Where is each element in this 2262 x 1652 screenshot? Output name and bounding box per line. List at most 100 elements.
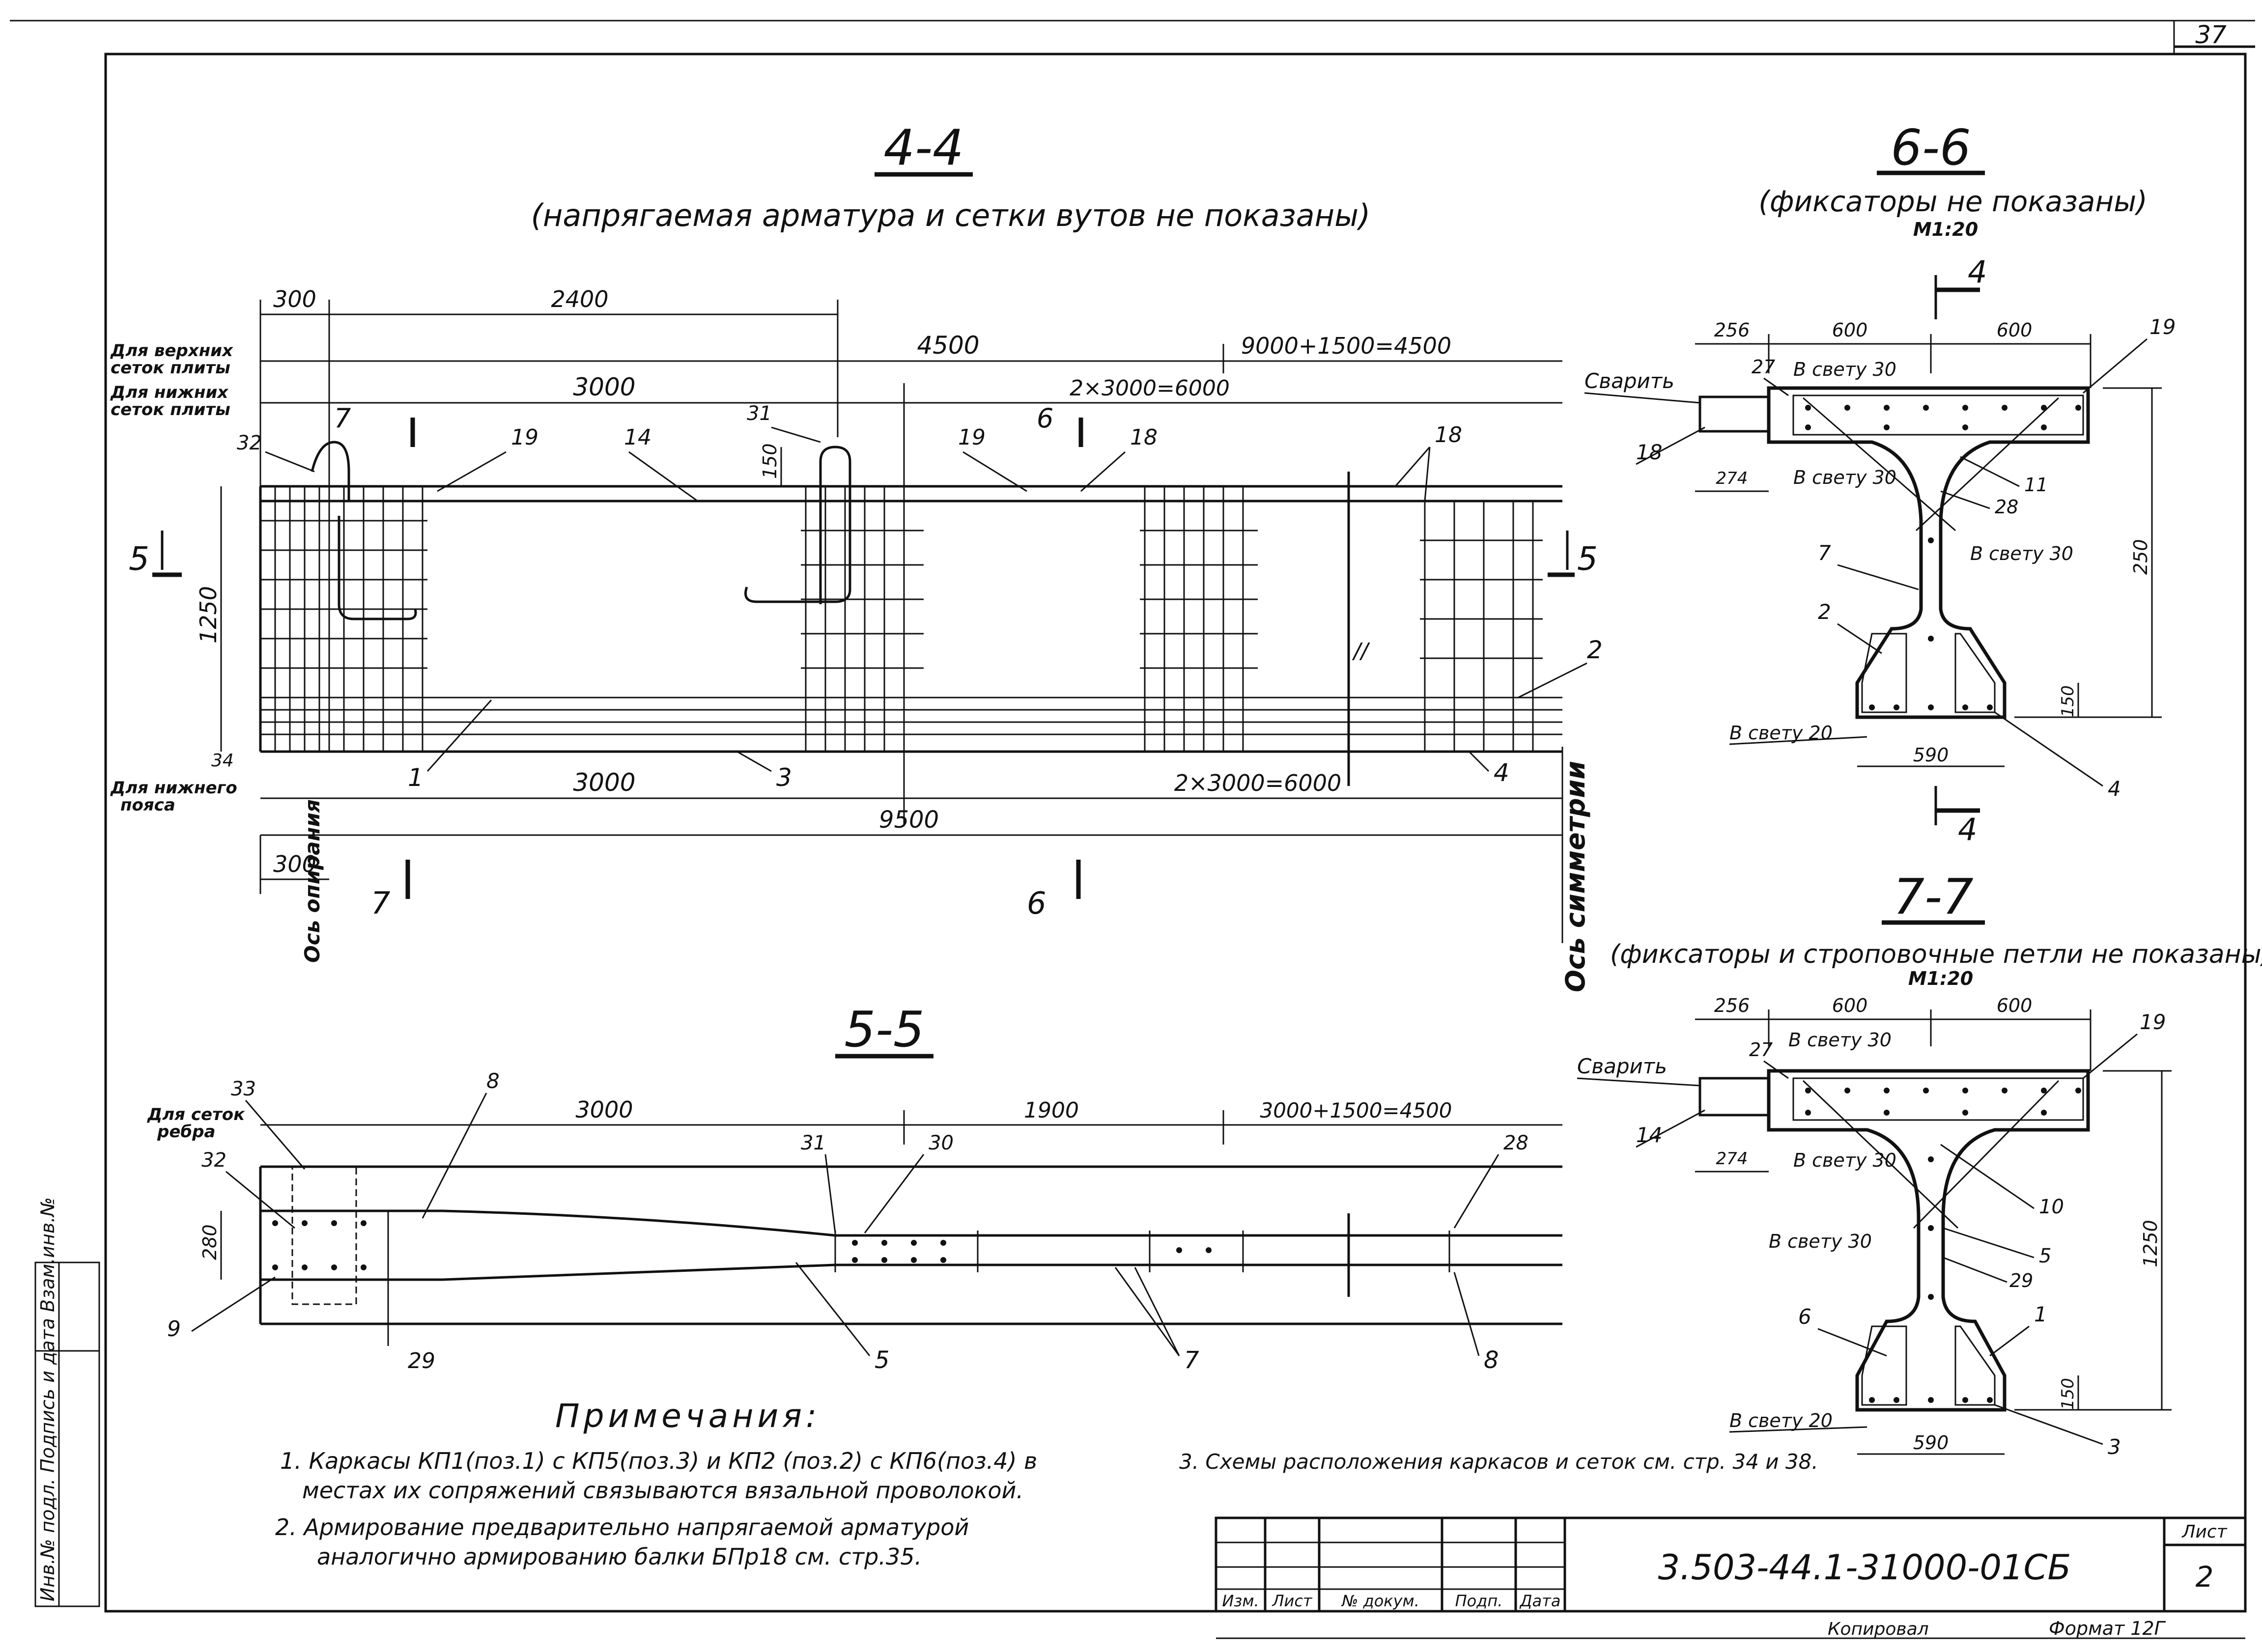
dim-300-bot: 300 <box>273 851 316 877</box>
sheet-number: 2 <box>2196 1560 2214 1594</box>
dim-9000-1500: 9000+1500=4500 <box>1241 333 1451 359</box>
title-7-7: 7-7 <box>1893 868 1973 925</box>
clear20-66: В свету 20 <box>1729 722 1833 744</box>
cut-7-bottom: 7 <box>371 885 390 921</box>
dim-150-77: 150 <box>2058 1378 2078 1410</box>
dim-3000-1500-55: 3000+1500=4500 <box>1260 1098 1452 1122</box>
notes-heading: Примечания: <box>555 1397 820 1435</box>
col-list: Лист <box>1272 1592 1312 1610</box>
pos-32-top: 32 <box>237 432 262 454</box>
pos-19-a: 19 <box>511 425 538 450</box>
dim-250-66: 250 <box>2130 539 2151 575</box>
pos-18-b: 18 <box>1435 422 1462 448</box>
pos-19-b: 19 <box>958 425 986 450</box>
pos-28-66: 28 <box>1995 496 2018 518</box>
dim-3000-bot: 3000 <box>573 768 635 797</box>
dim-274-77: 274 <box>1716 1149 1748 1169</box>
dim-600b-77: 600 <box>1997 995 2033 1016</box>
pos-31: 31 <box>747 402 772 425</box>
pos-32-55: 32 <box>201 1149 226 1172</box>
dim-2x3000-top: 2×3000=6000 <box>1070 376 1230 401</box>
pos-4: 4 <box>1494 758 1509 787</box>
pos-27-66: 27 <box>1752 356 1775 378</box>
dim-590-66: 590 <box>1913 744 1949 766</box>
dim-150-66: 150 <box>2058 685 2078 717</box>
cut-6-bottom: 6 <box>1027 885 1046 921</box>
dim-280-55: 280 <box>199 1224 221 1260</box>
dim-2x3000-bot: 2×3000=6000 <box>1174 770 1342 796</box>
format-label: Формат 12Г <box>2049 1618 2166 1639</box>
pos-7-66: 7 <box>1818 541 1831 565</box>
subtitle-6-6: (фиксаторы не показаны) <box>1758 185 2147 218</box>
dim-1250: 1250 <box>195 586 222 644</box>
cut-5-right: 5 <box>1577 540 1598 578</box>
axis-symmetry-label: Ось симметрии <box>1560 761 1591 992</box>
dim-3000-55: 3000 <box>575 1096 633 1123</box>
dim-274-66: 274 <box>1716 469 1748 488</box>
scale-7-7: М1:20 <box>1908 968 1973 989</box>
pos-31-55: 31 <box>801 1132 826 1154</box>
clear30-mid-77: В свету 30 <box>1793 1149 1896 1171</box>
weld-label-77: Сварить <box>1577 1054 1667 1078</box>
pos-8b-55: 8 <box>1484 1346 1499 1374</box>
mesh-end-zone: // <box>1347 472 1543 786</box>
pos-7-55: 7 <box>1184 1346 1199 1374</box>
subtitle-4-4: (напрягаемая арматура и сетки вутов не п… <box>531 197 1371 233</box>
break-mark: // <box>1352 639 1370 664</box>
pos-9-55: 9 <box>167 1316 181 1342</box>
pos-2: 2 <box>1587 636 1603 664</box>
title-6-6: 6-6 <box>1891 119 1971 176</box>
note-2-line-2: аналогично армированию балки БПр18 см. с… <box>317 1543 922 1570</box>
subtitle-7-7: (фиксаторы и строповочные петли не показ… <box>1610 940 2262 969</box>
label-lower-belt-2: пояса <box>120 795 175 815</box>
title-4-4: 4-4 <box>883 119 963 176</box>
pos-18-a: 18 <box>1130 425 1158 450</box>
col-izm: Изм. <box>1222 1592 1259 1610</box>
col-doc: № докум. <box>1341 1592 1419 1610</box>
sheet-frame: 37 <box>10 20 2255 1613</box>
dim-34: 34 <box>211 751 234 771</box>
pos-14: 14 <box>624 425 651 450</box>
label-upper-meshes-2: сеток плиты <box>111 358 230 378</box>
note-1-line-2: местах их сопряжений связываются вязальн… <box>302 1477 1023 1504</box>
label-lower-meshes-2: сеток плиты <box>111 400 230 420</box>
pos-28-55: 28 <box>1503 1132 1528 1154</box>
pos-27-77: 27 <box>1749 1039 1773 1061</box>
title-block: Изм. Лист № докум. Подп. Дата 3.503-44.1… <box>1215 1516 2247 1639</box>
cut-4-top: 4 <box>1968 254 1987 290</box>
pos-5-77: 5 <box>2039 1245 2051 1267</box>
sheet-label: Лист <box>2181 1522 2227 1542</box>
dim-600b-66: 600 <box>1997 319 2033 341</box>
cut-5-left: 5 <box>129 540 149 578</box>
section-5-5: 5-5 Для сеток ребра 3000 1900 3000+1500=… <box>147 1001 1562 1374</box>
dim-600a-77: 600 <box>1832 995 1868 1016</box>
pos-3-77: 3 <box>2108 1435 2121 1459</box>
section-6-6: 6-6 (фиксаторы не показаны) М1:20 4 4 25… <box>1584 119 2176 847</box>
pos-29-55: 29 <box>408 1348 435 1373</box>
pos-33-55: 33 <box>231 1078 256 1100</box>
label-lower-meshes-1: Для нижних <box>110 383 228 402</box>
label-lower-belt-1: Для нижнего <box>110 778 237 798</box>
note-2-line-1: 2. Армирование предварительно напрягаемо… <box>275 1514 969 1540</box>
clear30-web-77: В свету 30 <box>1769 1231 1872 1252</box>
col-date: Дата <box>1519 1592 1561 1610</box>
dim-4500: 4500 <box>917 331 979 360</box>
clear30-top-77: В свету 30 <box>1788 1029 1892 1051</box>
stamp-text: Инв.№ подл. Подпись и дата Взам.инв.№ <box>37 1197 58 1601</box>
weld-label-66: Сварить <box>1584 369 1674 393</box>
clear30-mid-66: В свету 30 <box>1793 467 1896 488</box>
pos-11-66: 11 <box>2024 474 2048 496</box>
dim-256-77: 256 <box>1714 995 1750 1016</box>
axis-support-label: Ось опирания <box>300 799 324 963</box>
clear30-top-66: В свету 30 <box>1793 359 1896 380</box>
dim-150: 150 <box>759 443 781 479</box>
pos-2-66: 2 <box>1818 600 1831 624</box>
pos-6-77: 6 <box>1798 1305 1811 1329</box>
page-number: 37 <box>2195 21 2227 49</box>
designation: 3.503-44.1-31000-01СБ <box>1658 1547 2071 1588</box>
pos-3: 3 <box>776 763 792 792</box>
label-upper-meshes-1: Для верхних <box>110 341 233 361</box>
dim-2400: 2400 <box>551 286 608 312</box>
section-7-7: 7-7 (фиксаторы и строповочные петли не п… <box>1577 868 2262 1459</box>
